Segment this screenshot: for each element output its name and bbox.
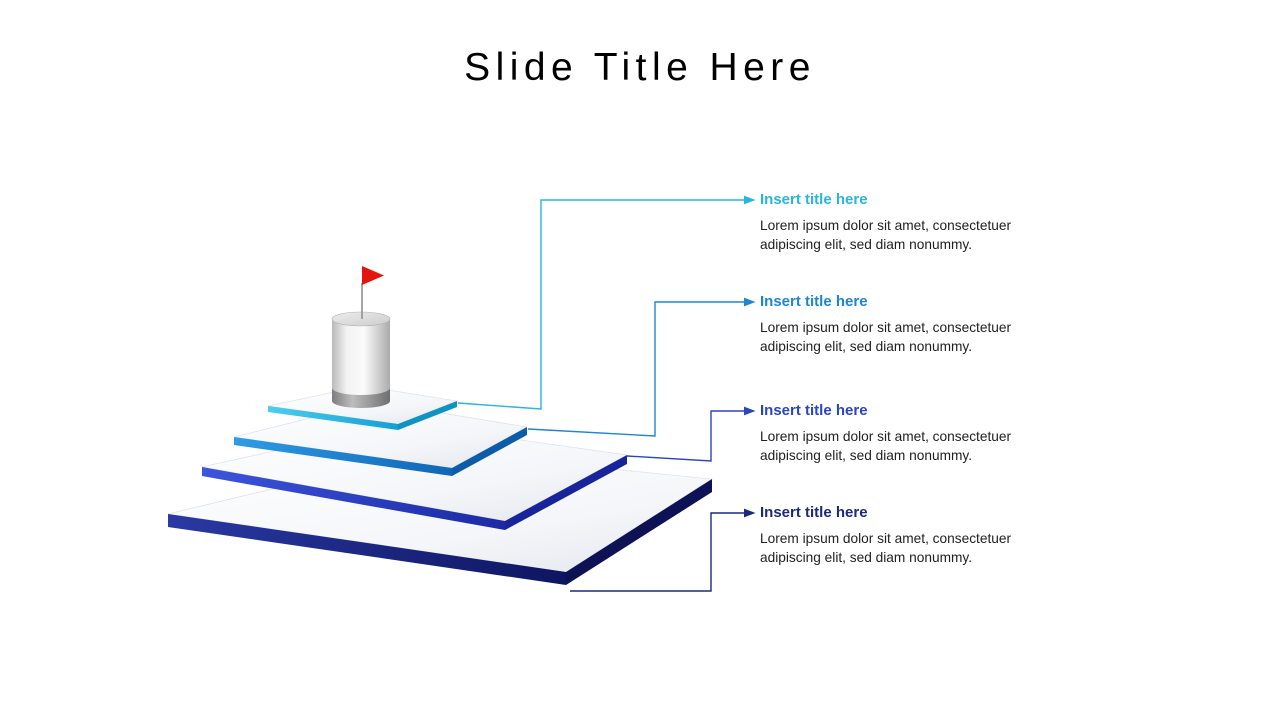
callout-4: Insert title here Lorem ipsum dolor sit … bbox=[760, 504, 1062, 567]
callout-2: Insert title here Lorem ipsum dolor sit … bbox=[760, 293, 1062, 356]
connector-line-3 bbox=[626, 406, 756, 462]
flag-icon[interactable] bbox=[361, 266, 384, 319]
arrowhead-3 bbox=[744, 406, 756, 416]
goal-cylinder[interactable] bbox=[331, 311, 391, 408]
callout-1: Insert title here Lorem ipsum dolor sit … bbox=[760, 191, 1062, 254]
connector-line-2 bbox=[527, 297, 756, 437]
callout-4-body[interactable]: Lorem ipsum dolor sit amet, consectetuer… bbox=[760, 531, 1012, 565]
arrowhead-2 bbox=[744, 297, 756, 307]
callout-4-title[interactable]: Insert title here bbox=[760, 504, 868, 521]
callout-3-body[interactable]: Lorem ipsum dolor sit amet, consectetuer… bbox=[760, 429, 1012, 463]
callout-1-body[interactable]: Lorem ipsum dolor sit amet, consectetuer… bbox=[760, 218, 1012, 252]
callout-3-title[interactable]: Insert title here bbox=[760, 402, 868, 419]
connector-line-4 bbox=[570, 508, 756, 592]
arrowhead-4 bbox=[744, 508, 756, 518]
callout-2-body[interactable]: Lorem ipsum dolor sit amet, consectetuer… bbox=[760, 320, 1012, 354]
connector-line-1 bbox=[457, 195, 756, 410]
arrowhead-1 bbox=[744, 195, 756, 205]
callout-3: Insert title here Lorem ipsum dolor sit … bbox=[760, 402, 1062, 465]
callout-2-title[interactable]: Insert title here bbox=[760, 293, 868, 310]
slide-title[interactable]: Slide Title Here bbox=[464, 46, 816, 89]
callout-1-title[interactable]: Insert title here bbox=[760, 191, 868, 208]
